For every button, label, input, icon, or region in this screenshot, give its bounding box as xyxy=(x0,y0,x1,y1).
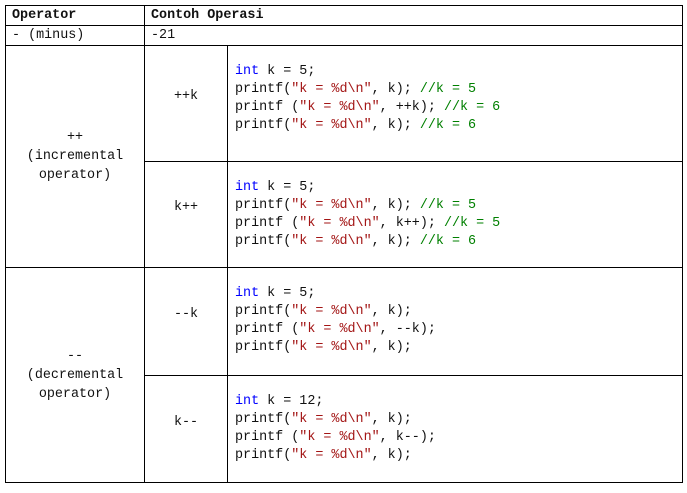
code-cell: int k = 5;printf("k = %d\n", k);printf (… xyxy=(227,267,683,376)
code-text: printf( xyxy=(235,340,292,355)
code-string: "k = %d\n" xyxy=(299,216,380,231)
code-cell: int k = 5;printf("k = %d\n", k); //k = 5… xyxy=(227,161,683,268)
code-string: "k = %d\n" xyxy=(291,412,372,427)
operator-label: (incremental xyxy=(26,149,124,164)
code-comment: //k = 5 xyxy=(419,82,477,97)
increment-operator-cell: ++ (incremental operator) xyxy=(5,45,145,268)
code-text: printf ( xyxy=(235,216,300,231)
code-line: printf ("k = %d\n", --k); xyxy=(235,321,675,339)
code-line: printf("k = %d\n", k); xyxy=(235,339,675,357)
code-comment: //k = 5 xyxy=(419,198,477,213)
code-text: , k++); xyxy=(379,216,444,231)
code-string: "k = %d\n" xyxy=(291,340,372,355)
table-row: -- (decremental operator) --k int k = 5;… xyxy=(5,267,683,483)
code-string: "k = %d\n" xyxy=(299,430,380,445)
header-row: Operator Contoh Operasi xyxy=(5,5,683,26)
code-cell: int k = 12;printf("k = %d\n", k);printf … xyxy=(227,375,683,483)
code-string: "k = %d\n" xyxy=(299,322,380,337)
code-text: , --k); xyxy=(379,322,436,337)
header-operator: Operator xyxy=(5,5,145,26)
code-text: printf( xyxy=(235,82,292,97)
minus-example: -21 xyxy=(144,25,683,46)
code-line: printf ("k = %d\n", k--); xyxy=(235,429,675,447)
code-line: printf("k = %d\n", k); xyxy=(235,447,675,465)
code-text: printf( xyxy=(235,234,292,249)
code-string: "k = %d\n" xyxy=(291,304,372,319)
form-cell: k-- xyxy=(144,375,228,483)
code-line: int k = 5; xyxy=(235,285,675,303)
code-line: printf("k = %d\n", k); //k = 5 xyxy=(235,81,675,99)
code-line: printf("k = %d\n", k); xyxy=(235,411,675,429)
code-line: printf ("k = %d\n", k++); //k = 5 xyxy=(235,215,675,233)
code-line: int k = 12; xyxy=(235,393,675,411)
table-row: ++ (incremental operator) ++k int k = 5;… xyxy=(5,45,683,268)
code-text: printf( xyxy=(235,198,292,213)
code-text: , k); xyxy=(371,448,412,463)
code-text: , k); xyxy=(371,412,412,427)
operator-label: (decremental xyxy=(26,367,124,383)
code-text: printf( xyxy=(235,412,292,427)
table-row: k++ int k = 5;printf("k = %d\n", k); //k… xyxy=(6,161,683,268)
operator-table: Operator Contoh Operasi - (minus) -21 ++… xyxy=(5,5,683,483)
code-line: printf ("k = %d\n", ++k); //k = 6 xyxy=(235,99,675,117)
code-keyword: int xyxy=(235,180,260,195)
code-string: "k = %d\n" xyxy=(291,118,372,133)
code-comment: //k = 6 xyxy=(419,234,477,249)
operator-symbol: ++ xyxy=(66,130,84,145)
code-string: "k = %d\n" xyxy=(291,198,372,213)
code-text: k = 5; xyxy=(259,286,316,301)
code-keyword: int xyxy=(235,394,260,409)
code-line: printf("k = %d\n", k); //k = 6 xyxy=(235,233,675,251)
operator-label: operator) xyxy=(38,386,112,402)
code-comment: //k = 6 xyxy=(443,100,501,115)
code-text: , ++k); xyxy=(379,100,444,115)
code-line: printf("k = %d\n", k); //k = 5 xyxy=(235,197,675,215)
operator-symbol: -- xyxy=(66,348,84,364)
code-string: "k = %d\n" xyxy=(291,234,372,249)
code-line: int k = 5; xyxy=(235,179,675,197)
code-text: , k--); xyxy=(379,430,436,445)
code-line: int k = 5; xyxy=(235,63,675,81)
form-cell: k++ xyxy=(144,161,228,268)
code-text: printf ( xyxy=(235,100,300,115)
code-text: k = 12; xyxy=(259,394,324,409)
code-text: , k); xyxy=(371,340,412,355)
code-text: printf( xyxy=(235,304,292,319)
code-text: printf ( xyxy=(235,322,300,337)
minus-row: - (minus) -21 xyxy=(5,25,683,46)
code-keyword: int xyxy=(235,286,260,301)
code-text: , k); xyxy=(371,304,412,319)
code-string: "k = %d\n" xyxy=(291,448,372,463)
decrement-operator-cell: -- (decremental operator) xyxy=(5,267,145,483)
code-text: , k); xyxy=(371,118,420,133)
code-string: "k = %d\n" xyxy=(291,82,372,97)
code-text: printf ( xyxy=(235,430,300,445)
code-keyword: int xyxy=(235,64,260,79)
table-row: k-- int k = 12;printf("k = %d\n", k);pri… xyxy=(6,375,683,483)
code-text: , k); xyxy=(371,82,420,97)
code-comment: //k = 6 xyxy=(419,118,477,133)
code-text: k = 5; xyxy=(259,64,316,79)
code-text: printf( xyxy=(235,448,292,463)
minus-operator: - (minus) xyxy=(5,25,145,46)
code-line: printf("k = %d\n", k); xyxy=(235,303,675,321)
form-cell: --k xyxy=(144,267,228,376)
code-text: , k); xyxy=(371,198,420,213)
code-text: k = 5; xyxy=(259,180,316,195)
operator-label: operator) xyxy=(38,168,112,183)
form-cell: ++k xyxy=(144,45,228,162)
code-text: printf( xyxy=(235,118,292,133)
code-line: printf("k = %d\n", k); //k = 6 xyxy=(235,117,675,135)
code-string: "k = %d\n" xyxy=(299,100,380,115)
code-cell: int k = 5;printf("k = %d\n", k); //k = 5… xyxy=(227,45,683,162)
code-text: , k); xyxy=(371,234,420,249)
code-comment: //k = 5 xyxy=(443,216,501,231)
header-example: Contoh Operasi xyxy=(144,5,683,26)
